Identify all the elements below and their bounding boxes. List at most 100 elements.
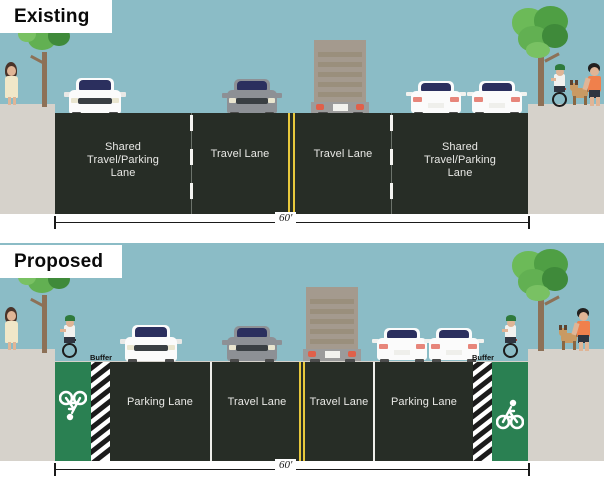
cyclist-arm (551, 78, 556, 81)
lane-parking-right: Parking Lane (375, 362, 473, 461)
car-mirror (477, 339, 484, 343)
tree-trunk (42, 295, 47, 353)
car-taillight (511, 97, 520, 102)
car-headlight (268, 98, 275, 103)
car-license-plate (489, 103, 505, 108)
dog-body (572, 88, 588, 98)
pedestrian-head (7, 311, 16, 321)
cyclist-shorts (64, 337, 75, 343)
pedestrian-leg (596, 97, 600, 106)
truck-slat (310, 329, 354, 334)
truck-slat (310, 339, 354, 344)
car-taillight (413, 97, 422, 102)
lane-travel-right: Travel Lane (304, 362, 374, 461)
lane-shared-travel-parking-left: Shared Travel/Parking Lane (55, 113, 191, 214)
truck-slat (318, 62, 362, 67)
car-taillight (474, 97, 483, 102)
truck-license-plate (333, 104, 348, 111)
buffer-right (473, 362, 492, 461)
truck-slat (318, 92, 362, 97)
car-rear-window (439, 330, 469, 338)
dimension-end-cap (528, 216, 530, 229)
truck-slat (310, 309, 354, 314)
pedestrian-shorts (578, 335, 589, 343)
roadway-existing: Shared Travel/Parking Lane Travel Lane T… (55, 113, 528, 214)
pedestrian-leg (590, 97, 594, 106)
pedestrian-leg (13, 342, 16, 350)
dog-head (570, 83, 578, 91)
car-mirror (119, 92, 126, 97)
truck-slat (310, 299, 354, 304)
tree-trunk (538, 48, 544, 106)
truck-slat (318, 52, 362, 57)
car-mirror (424, 339, 431, 343)
lane-dash (390, 149, 393, 165)
dimension-end-cap (54, 216, 56, 229)
truck-slat (310, 319, 354, 324)
car-windshield (237, 81, 267, 90)
lane-dash (190, 149, 193, 165)
existing-title-text: Existing (14, 5, 90, 27)
lane-label-line: Travel/Parking (87, 154, 159, 166)
lane-label-line: Lane (110, 167, 136, 179)
pedestrian-leg (13, 97, 16, 105)
lane-travel-left: Travel Lane (212, 362, 302, 461)
lane-travel-left: Travel Lane (192, 113, 288, 214)
car-headlight (112, 98, 119, 103)
car-grille (134, 345, 168, 351)
lane-label: Travel Lane (212, 396, 302, 409)
car-grille (236, 98, 268, 104)
car-body (377, 338, 427, 360)
lane-line-travel-parking-right (373, 362, 375, 461)
car-mirror (64, 92, 71, 97)
proposed-panel: Buffer Parking Lane Travel Lane Travel L… (0, 243, 604, 485)
cyclist-head (66, 319, 74, 327)
white-sedan-front-left-existing (64, 74, 126, 118)
white-sedan-rear-1-existing (406, 80, 466, 118)
proposed-title-box: Proposed (0, 245, 122, 278)
truck-slat (318, 82, 362, 87)
dog-ear (559, 325, 562, 330)
car-body (472, 91, 522, 113)
cyclist-helmet (506, 315, 516, 321)
cyclist-head (507, 319, 515, 327)
proposed-title-text: Proposed (14, 250, 104, 272)
lane-label: Shared Travel/Parking Lane (392, 141, 528, 180)
car-grille (78, 98, 112, 104)
car-grille (236, 345, 268, 351)
bike-lane-pictogram-right (495, 386, 525, 436)
car-headlight (268, 345, 275, 350)
buffer-label-right: Buffer (472, 353, 495, 362)
lane-parking-left: Parking Lane (110, 362, 210, 461)
box-truck-rear-existing (311, 40, 369, 119)
gray-sedan-front-proposed (222, 323, 282, 365)
car-headlight (229, 345, 236, 350)
dimension-label: 60' (275, 459, 297, 471)
dog-ear (564, 325, 567, 330)
cyclist-torso (505, 325, 516, 339)
car-rear-window (421, 83, 451, 91)
lane-label-line: Travel Lane (313, 148, 373, 160)
dog-leg (573, 341, 576, 350)
car-windshield (237, 328, 267, 337)
car-rear-window (387, 330, 417, 338)
car-taillight (468, 344, 477, 349)
car-mirror (467, 92, 474, 96)
tree-foliage (526, 42, 550, 58)
white-sedan-front-left-proposed (120, 321, 182, 365)
buffer-left (91, 362, 110, 461)
tree-trunk (42, 52, 47, 107)
car-taillight (379, 344, 388, 349)
car-headlight (229, 98, 236, 103)
car-license-plate (428, 103, 444, 108)
lane-label: Shared Travel/Parking Lane (55, 141, 191, 180)
cyclist-torso (554, 74, 565, 88)
dog-head (559, 328, 567, 336)
car-headlight (71, 98, 78, 103)
car-taillight (416, 344, 425, 349)
center-line-yellow-2 (303, 362, 305, 461)
center-line-yellow-1 (288, 113, 290, 214)
car-windshield (79, 80, 111, 90)
lane-label-line: Shared (104, 141, 142, 153)
box-truck-rear-proposed (303, 287, 361, 366)
